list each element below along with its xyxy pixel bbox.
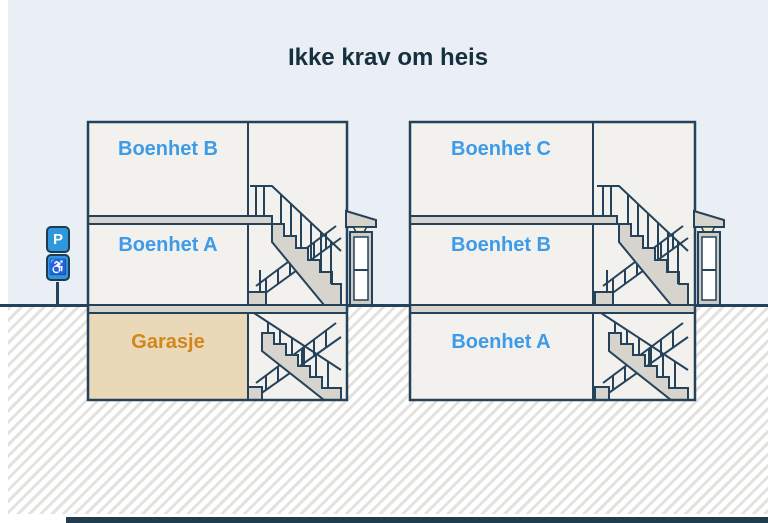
building-left-floor-slab (87, 215, 273, 225)
building-right-ground-slab (409, 304, 696, 314)
parking-p-label: P (52, 231, 63, 248)
ground-line (0, 304, 768, 307)
entrance-left-door (353, 236, 369, 301)
garage-room (89, 314, 247, 399)
building-left: Boenhet B Boenhet A Garasje (86, 120, 377, 402)
entrance-left-canopy (345, 209, 377, 228)
entrance-right-canopy (693, 209, 725, 228)
wheelchair-icon: ♿ (46, 254, 70, 281)
entrance-right-door (701, 236, 717, 301)
diagram-title: Ikke krav om heis (287, 44, 489, 71)
building-right-outline (408, 120, 697, 402)
building-left-outline (86, 120, 349, 402)
wheelchair-glyph: ♿ (48, 259, 68, 276)
parking-p-icon: P (46, 226, 70, 253)
entrance-right (693, 209, 725, 306)
floor-label-left-top: Boenhet B (118, 138, 218, 160)
floor-label-right-bottom: Boenhet A (451, 331, 550, 353)
floor-label-left-garage: Garasje (131, 331, 204, 353)
floor-label-right-top: Boenhet C (451, 138, 551, 160)
entrance-left (345, 209, 377, 306)
bottom-bar (66, 517, 768, 523)
parking-sign-pole (56, 282, 59, 305)
building-right-floor-slab (409, 215, 618, 225)
floor-label-left-middle: Boenhet A (118, 234, 217, 256)
building-left-ground-slab (87, 304, 348, 314)
parking-sign: P ♿ (46, 226, 70, 282)
floor-label-right-middle: Boenhet B (451, 234, 551, 256)
building-right: Boenhet C Boenhet B Boenhet A (408, 120, 725, 402)
